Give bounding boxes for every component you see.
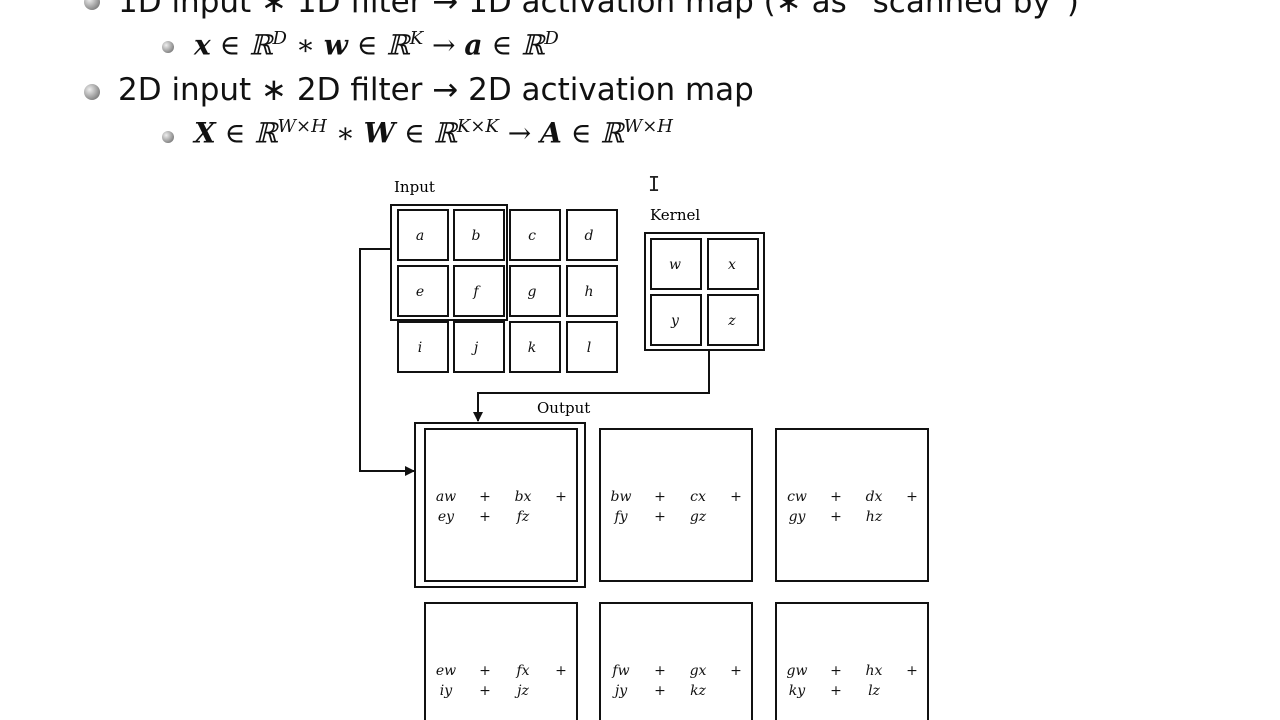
kernel-to-output-arrow bbox=[473, 350, 710, 422]
output-cell bbox=[599, 428, 753, 582]
input-cell-value: f bbox=[472, 284, 481, 300]
output-term: aw bbox=[436, 489, 456, 505]
output-cell bbox=[424, 428, 578, 582]
plus-sign: + bbox=[654, 683, 666, 699]
plus-sign: + bbox=[830, 489, 842, 505]
kernel-cell bbox=[650, 238, 702, 290]
kernel-cell-value: w bbox=[669, 257, 681, 273]
output-term: dx bbox=[866, 489, 883, 505]
output-term: gw bbox=[787, 663, 808, 679]
text-cursor-icon: I bbox=[648, 172, 661, 196]
bullet-marker bbox=[84, 0, 100, 10]
output-cell bbox=[775, 602, 929, 720]
input-cell-value: b bbox=[472, 228, 481, 244]
output-term: jy bbox=[612, 683, 628, 699]
input-cell bbox=[397, 321, 449, 373]
output-term: gz bbox=[690, 509, 707, 525]
plus-sign: + bbox=[654, 663, 666, 679]
kernel-cell-value: z bbox=[727, 313, 736, 329]
output-term: fy bbox=[613, 509, 628, 525]
input-cell bbox=[509, 321, 561, 373]
input-cell bbox=[453, 265, 505, 317]
bullet-marker bbox=[84, 84, 100, 100]
output-term: ky bbox=[789, 683, 806, 699]
plus-sign: + bbox=[479, 509, 491, 525]
output-term: fx bbox=[515, 663, 529, 679]
input-cell-value: h bbox=[584, 284, 593, 300]
kernel-frame bbox=[644, 232, 765, 351]
plus-sign: + bbox=[906, 663, 918, 679]
plus-sign: + bbox=[654, 509, 666, 525]
kernel-cell-value: x bbox=[728, 257, 736, 273]
output-term: hx bbox=[866, 663, 883, 679]
output-term: cx bbox=[690, 489, 706, 505]
plus-sign: + bbox=[555, 663, 567, 679]
output-term: gy bbox=[789, 509, 807, 525]
sub-bullet-1-math: x ∈ ℝD ∗ w ∈ ℝK → a ∈ ℝD bbox=[194, 28, 559, 62]
plus-sign: + bbox=[479, 683, 491, 699]
sub-bullet-2-math: X ∈ ℝW×H ∗ W ∈ ℝK×K → A ∈ ℝW×H bbox=[194, 116, 673, 150]
receptive-field-highlight bbox=[390, 204, 508, 321]
kernel-cell bbox=[707, 294, 759, 346]
kernel-label: Kernel bbox=[650, 206, 700, 224]
input-cell-value: e bbox=[416, 284, 424, 300]
plus-sign: + bbox=[730, 663, 742, 679]
output-term: lz bbox=[868, 683, 880, 699]
input-cell-value: d bbox=[585, 228, 594, 244]
input-cell bbox=[566, 265, 618, 317]
plus-sign: + bbox=[830, 509, 842, 525]
plus-sign: + bbox=[479, 663, 491, 679]
input-cell bbox=[566, 321, 618, 373]
plus-sign: + bbox=[730, 489, 742, 505]
kernel-cell bbox=[650, 294, 702, 346]
input-label: Input bbox=[394, 178, 435, 196]
sub-bullet-marker bbox=[162, 41, 174, 53]
sub-bullet-marker bbox=[162, 131, 174, 143]
plus-sign: + bbox=[906, 489, 918, 505]
output-term: ey bbox=[438, 509, 455, 525]
output-cell bbox=[599, 602, 753, 720]
input-cell bbox=[509, 265, 561, 317]
output-cell bbox=[775, 428, 929, 582]
output-term: kz bbox=[690, 683, 706, 699]
output-term: cw bbox=[787, 489, 807, 505]
input-cell-value: l bbox=[587, 340, 591, 356]
input-cell bbox=[566, 209, 618, 261]
input-cell-value: k bbox=[528, 340, 536, 356]
plus-sign: + bbox=[479, 489, 491, 505]
input-cell-value: i bbox=[418, 340, 422, 356]
bullet-2-text: 2D input ∗ 2D filter → 2D activation map bbox=[118, 72, 754, 108]
plus-sign: + bbox=[830, 683, 842, 699]
output-term: bw bbox=[611, 489, 632, 505]
plus-sign: + bbox=[555, 489, 567, 505]
input-cell bbox=[453, 321, 505, 373]
input-cell-value: a bbox=[416, 228, 424, 244]
input-cell bbox=[453, 209, 505, 261]
bullet-1-text: 1D input ∗ 1D filter → 1D activation map… bbox=[118, 0, 1079, 20]
input-cell bbox=[397, 209, 449, 261]
output-term: fw bbox=[611, 663, 629, 679]
output-term: bx bbox=[515, 489, 532, 505]
output-highlight bbox=[414, 422, 586, 588]
input-cell bbox=[397, 265, 449, 317]
input-cell bbox=[509, 209, 561, 261]
input-cell-value: c bbox=[528, 228, 536, 244]
output-term: ew bbox=[436, 663, 456, 679]
output-term: jz bbox=[514, 683, 529, 699]
input-cell-value: g bbox=[528, 284, 537, 300]
output-label: Output bbox=[537, 399, 590, 417]
input-to-output-arrow bbox=[359, 248, 415, 476]
kernel-cell-value: y bbox=[670, 313, 680, 329]
kernel-cell bbox=[707, 238, 759, 290]
output-term: fz bbox=[516, 509, 530, 525]
output-term: iy bbox=[440, 683, 453, 699]
plus-sign: + bbox=[830, 663, 842, 679]
output-cell bbox=[424, 602, 578, 720]
output-term: hz bbox=[866, 509, 883, 525]
input-cell-value: j bbox=[471, 340, 479, 356]
output-term: gx bbox=[690, 663, 707, 679]
plus-sign: + bbox=[654, 489, 666, 505]
